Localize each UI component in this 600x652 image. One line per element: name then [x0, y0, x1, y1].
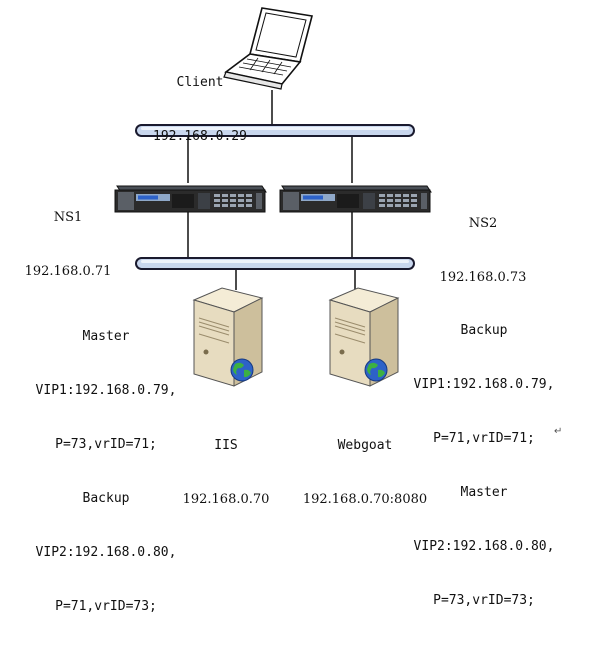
iis-vip1-params: P=73,vrID=71;	[55, 437, 157, 452]
ns1-name: NS1	[53, 210, 83, 225]
webgoat-name: Webgoat	[337, 438, 393, 453]
ns2-ip: 192.168.0.73	[439, 270, 527, 285]
iis-vip2-params: P=71,vrID=73;	[55, 599, 157, 614]
iis-name: IIS	[214, 438, 238, 453]
webgoat-label: Webgoat 192.168.0.70:8080	[290, 401, 440, 545]
iis-role-vip1: Master	[82, 329, 130, 344]
client-name: Client	[176, 75, 224, 90]
webgoat-ip: 192.168.0.70:8080	[302, 492, 428, 507]
iis-label: IIS 192.168.0.70	[166, 401, 286, 545]
webgoat-role-vip1: Backup	[460, 323, 508, 338]
iis-role-vip2: Backup	[82, 491, 130, 506]
globe-icon	[364, 358, 388, 382]
webgoat-vip1-params: P=71,vrID=71;	[433, 431, 535, 446]
ns1-label: NS1 192.168.0.71	[8, 173, 128, 317]
client-ip: 192.168.0.29	[153, 129, 247, 144]
webgoat-vip1: VIP1:192.168.0.79,	[413, 377, 555, 392]
webgoat-vip2-params: P=73,vrID=73;	[433, 593, 535, 608]
ns2-label: NS2 192.168.0.73	[428, 179, 538, 323]
network-diagram: Client 192.168.0.29 NS1 192.168.0.71 NS2…	[8, 7, 563, 614]
laptop-icon	[223, 7, 313, 90]
ns2-name: NS2	[468, 216, 498, 231]
iis-ip: 192.168.0.70	[182, 492, 270, 507]
diagram-canvas	[114, 7, 432, 387]
network-appliance-icon	[114, 185, 267, 213]
lower-network-bus	[135, 257, 415, 270]
globe-icon	[230, 358, 254, 382]
server-icon	[328, 287, 400, 387]
iis-vrrp-config: Master VIP1:192.168.0.79, P=73,vrID=71; …	[22, 292, 190, 652]
paragraph-mark: ↵	[554, 426, 563, 437]
iis-vip1: VIP1:192.168.0.79,	[35, 383, 177, 398]
iis-vip2: VIP2:192.168.0.80,	[35, 545, 177, 560]
network-appliance-icon	[279, 185, 432, 213]
upper-network-bus	[135, 124, 415, 137]
ns1-ip: 192.168.0.71	[24, 264, 112, 279]
client-label: Client 192.168.0.29	[140, 38, 260, 182]
